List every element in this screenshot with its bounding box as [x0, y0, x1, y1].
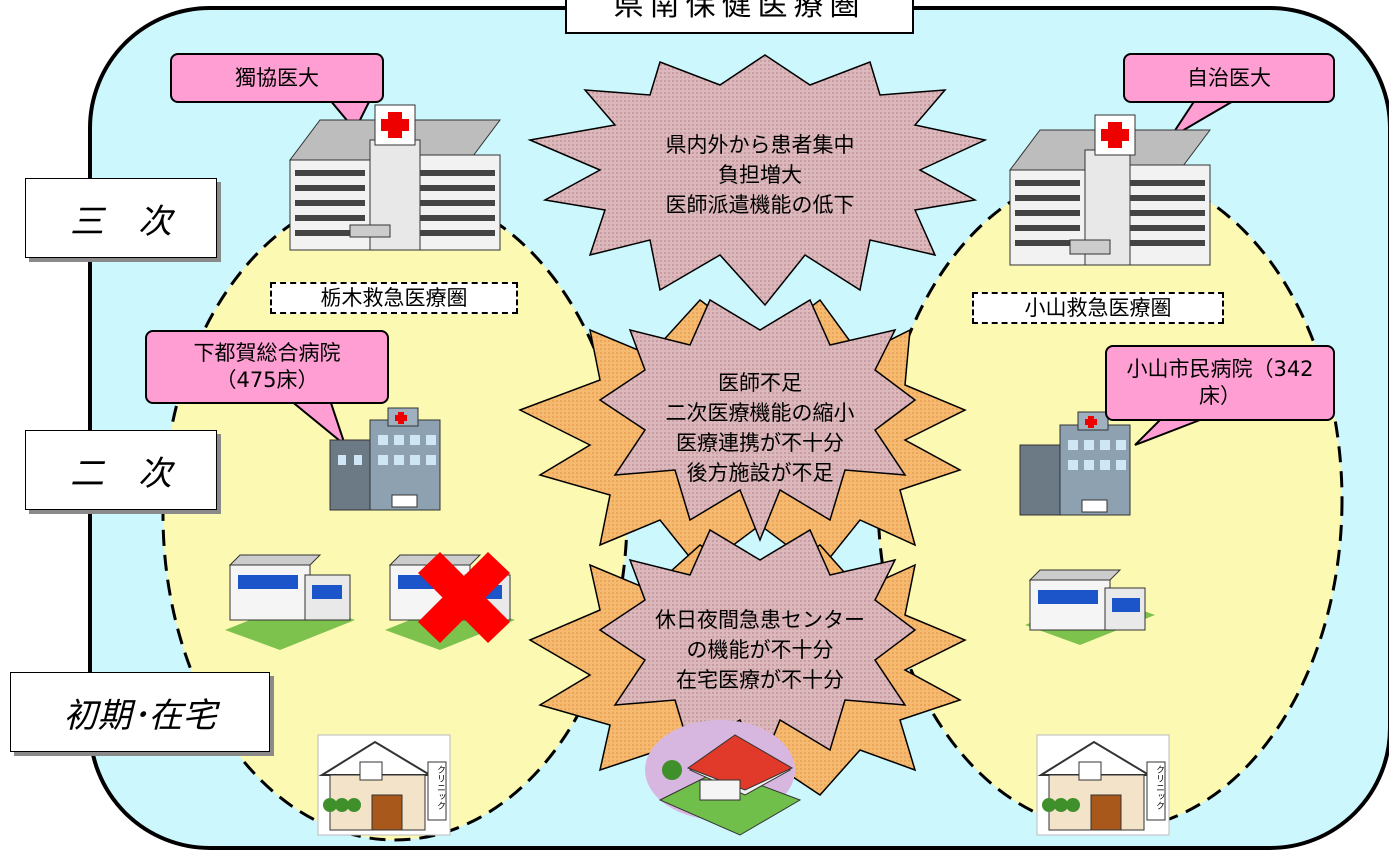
level-primary-home: 初期･在宅 [10, 672, 270, 752]
issue-tertiary-3: 医師派遣機能の低下 [665, 193, 855, 217]
clinic-building-right [1025, 569, 1155, 645]
callout-oyama-city-line2: 床） [1199, 384, 1241, 408]
level-tertiary: 三 次 [25, 178, 217, 258]
issue-primary-1: 休日夜間急患センター [655, 608, 865, 632]
shimotsuga-hospital-building [329, 407, 441, 511]
issue-tertiary-1: 県内外から患者集中 [665, 133, 855, 157]
clinic-sign-left: クリニック [435, 765, 445, 810]
issues-secondary: 医師不足 二次医療機能の縮小 医療連携が不十分 後方施設が不足 [630, 368, 890, 488]
jichi-hospital-building [1009, 114, 1211, 266]
issues-tertiary: 県内外から患者集中 負担増大 医師派遣機能の低下 [630, 130, 890, 220]
tertiary-burst [527, 54, 988, 307]
callout-oyama-city: 小山市民病院（342 床） [1105, 345, 1335, 421]
home-clinic-left [317, 734, 451, 836]
secondary-burst [598, 298, 917, 543]
home-clinic-right [1036, 734, 1170, 836]
callout-shimotsuga-line2: （475床） [215, 368, 319, 392]
issue-primary-2: の機能が不十分 [686, 638, 834, 662]
callout-shimotsuga-line1: 下都賀総合病院 [193, 341, 341, 365]
callout-jichi-text: 自治医大 [1187, 65, 1271, 90]
issue-secondary-4: 後方施設が不足 [686, 461, 834, 485]
level-secondary: 二 次 [25, 430, 217, 510]
closed-cross-mark [418, 552, 510, 643]
issue-tertiary-2: 負担増大 [718, 163, 802, 187]
callout-dokkyo: 獨協医大 [170, 53, 384, 103]
region-title: 県南保健医療圏 [565, 0, 914, 34]
clinic-sign-right: クリニック [1154, 765, 1164, 810]
callout-jichi: 自治医大 [1123, 53, 1335, 103]
dokkyo-hospital-building [289, 104, 501, 251]
issues-primary: 休日夜間急患センター の機能が不十分 在宅医療が不十分 [610, 605, 910, 695]
issue-secondary-2: 二次医療機能の縮小 [665, 401, 855, 425]
issue-secondary-3: 医療連携が不十分 [676, 431, 844, 455]
issue-secondary-1: 医師不足 [718, 371, 802, 395]
area-label-tochigi: 栃木救急医療圏 [270, 282, 518, 314]
issue-primary-3: 在宅医療が不十分 [676, 668, 844, 692]
oyama-city-hospital-building [1019, 411, 1131, 516]
night-emergency-center [645, 720, 802, 836]
clinic-building-left [225, 554, 355, 650]
callout-shimotsuga: 下都賀総合病院 （475床） [145, 330, 389, 404]
callout-oyama-city-line1: 小山市民病院（342 [1126, 357, 1314, 381]
callout-dokkyo-text: 獨協医大 [235, 65, 319, 90]
area-label-oyama: 小山救急医療圏 [972, 292, 1224, 324]
